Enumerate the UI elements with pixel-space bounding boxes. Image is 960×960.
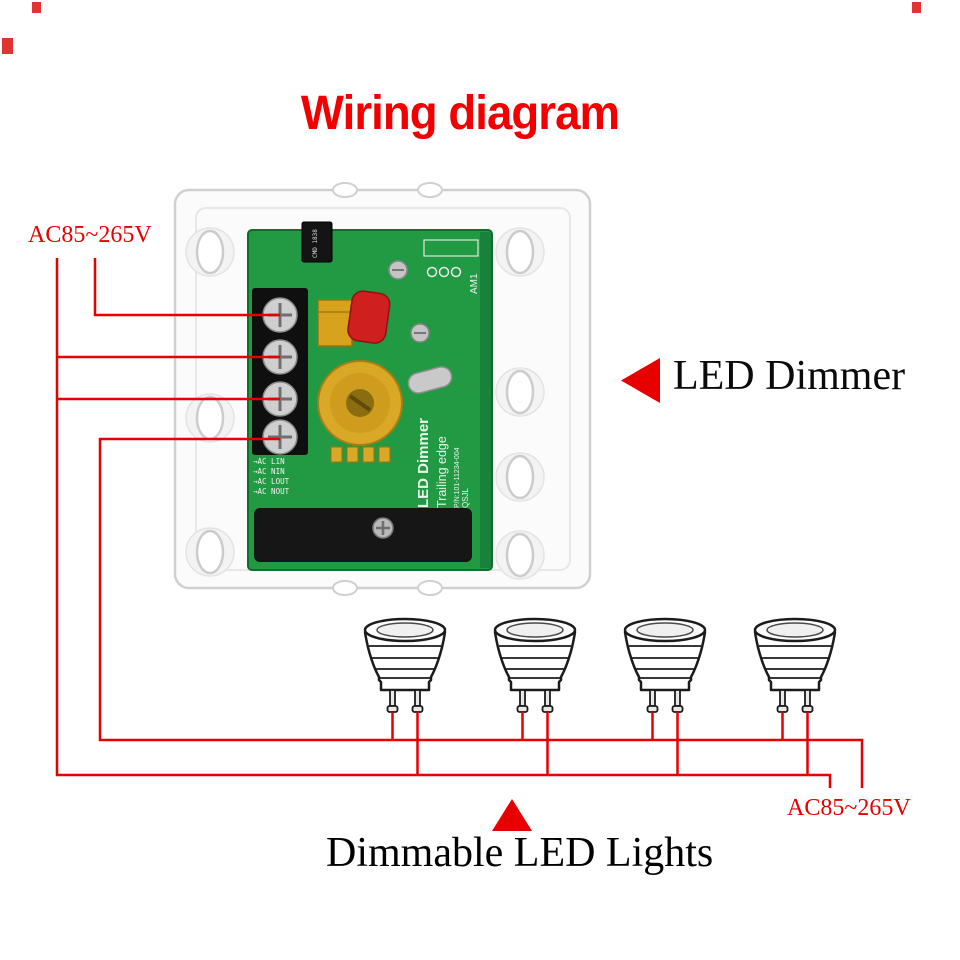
silkscreen-product: LED Dimmer [415, 418, 432, 508]
crystal [407, 366, 453, 394]
silkscreen-mode: Trailing edge [435, 436, 449, 508]
edge-notch [332, 182, 358, 198]
chip-marking-text: CMD 1838 [312, 229, 319, 258]
terminal-label: →AC LOUT [253, 477, 290, 486]
dimmer-device: CMD 1838 [173, 182, 592, 596]
terminal-block [252, 288, 308, 455]
edge-notch [332, 580, 358, 596]
led-bulb [623, 617, 707, 714]
transformer [317, 299, 353, 347]
pcb-edge-shade [480, 232, 491, 568]
pcb-hole [426, 266, 438, 278]
pcb-screws [388, 260, 430, 343]
pot-pin [378, 446, 391, 463]
pot-pin [346, 446, 359, 463]
up-arrow-icon [492, 799, 532, 831]
terminal-label: →AC NOUT [253, 487, 290, 496]
page-title: Wiring diagram [300, 87, 620, 140]
led-bulbs [363, 617, 837, 714]
watermark-artifact [2, 38, 13, 54]
pcb-hole [438, 266, 450, 278]
pot-slot [348, 394, 372, 412]
heatsink-bar [254, 508, 472, 562]
watermark-artifact [32, 2, 41, 13]
terminal-label: →AC LIN [253, 457, 285, 466]
device-name-label: LED Dimmer [673, 353, 906, 399]
output-upper-bus-wire [98, 437, 864, 788]
pcb-hole [450, 266, 462, 278]
left-arrow-icon [621, 358, 660, 403]
silkscreen-brand: QSJL [461, 487, 470, 508]
pcb: CMD 1838 [247, 221, 493, 571]
ac-voltage-label-bottom: AC85~265V [787, 795, 911, 821]
ac-voltage-label-top: AC85~265V [28, 222, 152, 248]
mounting-holes [185, 227, 545, 580]
watermark-artifact [912, 2, 921, 13]
terminal-labels: →AC LIN →AC NIN →AC LOUT →AC NOUT [253, 457, 290, 496]
silkscreen-am1: AM1 [469, 273, 480, 294]
edge-notch [417, 182, 443, 198]
led-bulb [493, 617, 577, 714]
silkscreen-text: LED Dimmer Trailing edge P/N:101-11234-0… [415, 273, 480, 508]
edge-notch [417, 580, 443, 596]
lights-caption-label: Dimmable LED Lights [326, 830, 714, 876]
power-chip: CMD 1838 [301, 221, 333, 263]
capacitor [347, 290, 391, 344]
ac-input-wire-live [93, 258, 280, 317]
silkscreen-box [423, 239, 479, 257]
left-bus-and-lower-bus-wire [55, 258, 832, 788]
pot-pin [330, 446, 343, 463]
potentiometer [317, 360, 403, 463]
led-bulb [363, 617, 447, 714]
pot-pin [362, 446, 375, 463]
led-bulb [753, 617, 837, 714]
silkscreen-part-number: P/N:101-11234-004 [454, 447, 461, 508]
terminal-label: →AC NIN [253, 467, 285, 476]
wiring [55, 258, 864, 788]
